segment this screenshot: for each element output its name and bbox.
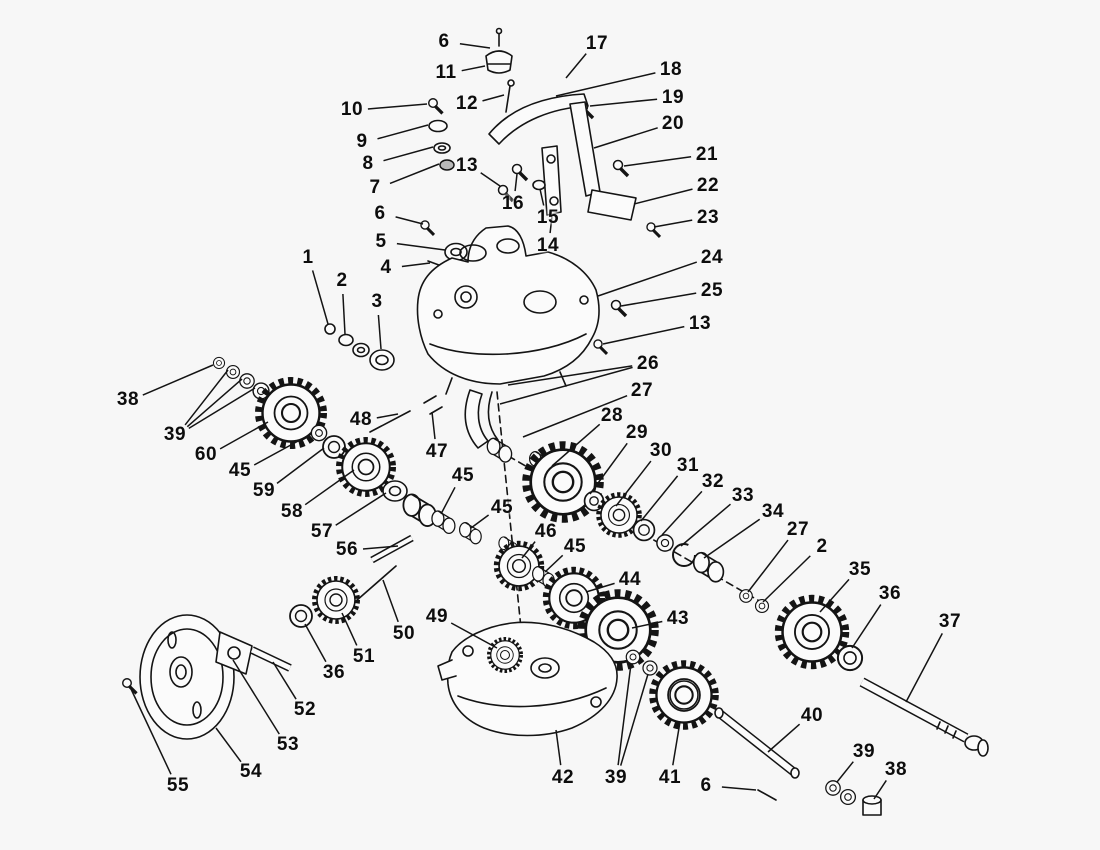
left-gear-cluster xyxy=(212,356,482,545)
leader-line xyxy=(661,490,703,536)
leader-line xyxy=(470,514,490,529)
leader-line xyxy=(589,98,658,107)
leader-line xyxy=(539,188,545,206)
leader-line xyxy=(130,688,172,775)
leader-line xyxy=(585,582,615,593)
cover-fasteners xyxy=(427,97,455,171)
leader-line xyxy=(602,325,685,345)
detent-parts xyxy=(324,323,395,371)
leader-line xyxy=(389,163,440,185)
leader-line xyxy=(272,661,297,700)
leader-line xyxy=(395,216,424,225)
intermediate-shaft xyxy=(714,707,800,779)
leader-line xyxy=(401,262,431,268)
upper-housing xyxy=(416,225,600,395)
leader-line xyxy=(819,578,850,613)
leader-line xyxy=(377,124,429,140)
leader-line xyxy=(653,219,693,228)
leader-line xyxy=(276,447,325,484)
leader-line xyxy=(721,786,757,791)
leader-line xyxy=(335,492,387,526)
leader-line xyxy=(311,270,329,325)
leader-line xyxy=(905,633,943,703)
leader-line xyxy=(377,314,382,350)
leader-lines xyxy=(130,42,943,800)
leader-line xyxy=(376,413,399,419)
leader-line xyxy=(304,623,327,663)
leader-line xyxy=(619,673,649,766)
leader-line xyxy=(617,663,632,766)
leader-line xyxy=(565,53,587,79)
leader-line xyxy=(521,541,536,559)
shift-fork-and-rail xyxy=(369,389,499,449)
leader-line xyxy=(253,433,312,466)
end-fasteners xyxy=(757,780,882,816)
leader-line xyxy=(633,188,693,205)
leader-line xyxy=(219,421,269,450)
leader-line xyxy=(232,659,280,735)
leader-line xyxy=(431,411,436,440)
leader-line xyxy=(597,261,698,297)
leader-line xyxy=(851,604,882,649)
leader-line xyxy=(342,293,346,335)
leader-line xyxy=(480,172,501,187)
leader-line xyxy=(672,721,681,766)
leader-line xyxy=(551,423,601,467)
leader-line xyxy=(873,779,887,800)
leader-line xyxy=(499,366,633,405)
leader-line xyxy=(461,65,486,72)
leader-line xyxy=(184,369,229,426)
leader-line xyxy=(522,395,628,438)
leader-line xyxy=(396,242,446,251)
leader-line xyxy=(549,215,553,234)
leader-line xyxy=(304,469,355,506)
leader-line xyxy=(186,378,243,428)
leader-line xyxy=(440,486,456,515)
shift-lever-assembly xyxy=(488,79,662,239)
axle-shaft xyxy=(859,677,989,757)
leader-line xyxy=(341,612,358,646)
leader-line xyxy=(514,173,518,192)
leader-line xyxy=(215,727,242,763)
leader-line xyxy=(620,292,697,307)
leader-line xyxy=(593,127,658,149)
shifter-cap xyxy=(485,27,513,74)
bull-gear xyxy=(653,664,715,726)
leader-line xyxy=(188,387,256,430)
leader-line xyxy=(767,723,801,753)
leader-line xyxy=(450,622,498,649)
leader-line xyxy=(482,94,505,102)
leader-line xyxy=(762,555,811,603)
center-gear-cluster xyxy=(486,437,770,614)
leader-line xyxy=(836,761,854,783)
leader-line xyxy=(555,729,562,766)
wheel-and-brake-assembly xyxy=(121,534,414,740)
leader-line xyxy=(615,460,652,507)
leader-line xyxy=(680,503,731,547)
leader-line xyxy=(383,146,434,162)
leader-line xyxy=(703,518,761,559)
leader-line xyxy=(362,545,399,550)
leader-line xyxy=(544,554,564,573)
leader-line xyxy=(631,620,663,629)
leader-line xyxy=(555,72,656,97)
leader-line xyxy=(747,539,789,593)
leader-line xyxy=(507,365,633,386)
axle-gear-and-bearing xyxy=(779,599,864,672)
leader-line xyxy=(640,475,679,522)
leader-line xyxy=(589,442,628,495)
leader-line xyxy=(459,42,491,49)
leader-line xyxy=(367,103,428,110)
leader-line xyxy=(382,579,399,623)
lower-housing xyxy=(437,621,618,737)
leader-line xyxy=(623,155,692,167)
leader-line xyxy=(142,364,214,396)
